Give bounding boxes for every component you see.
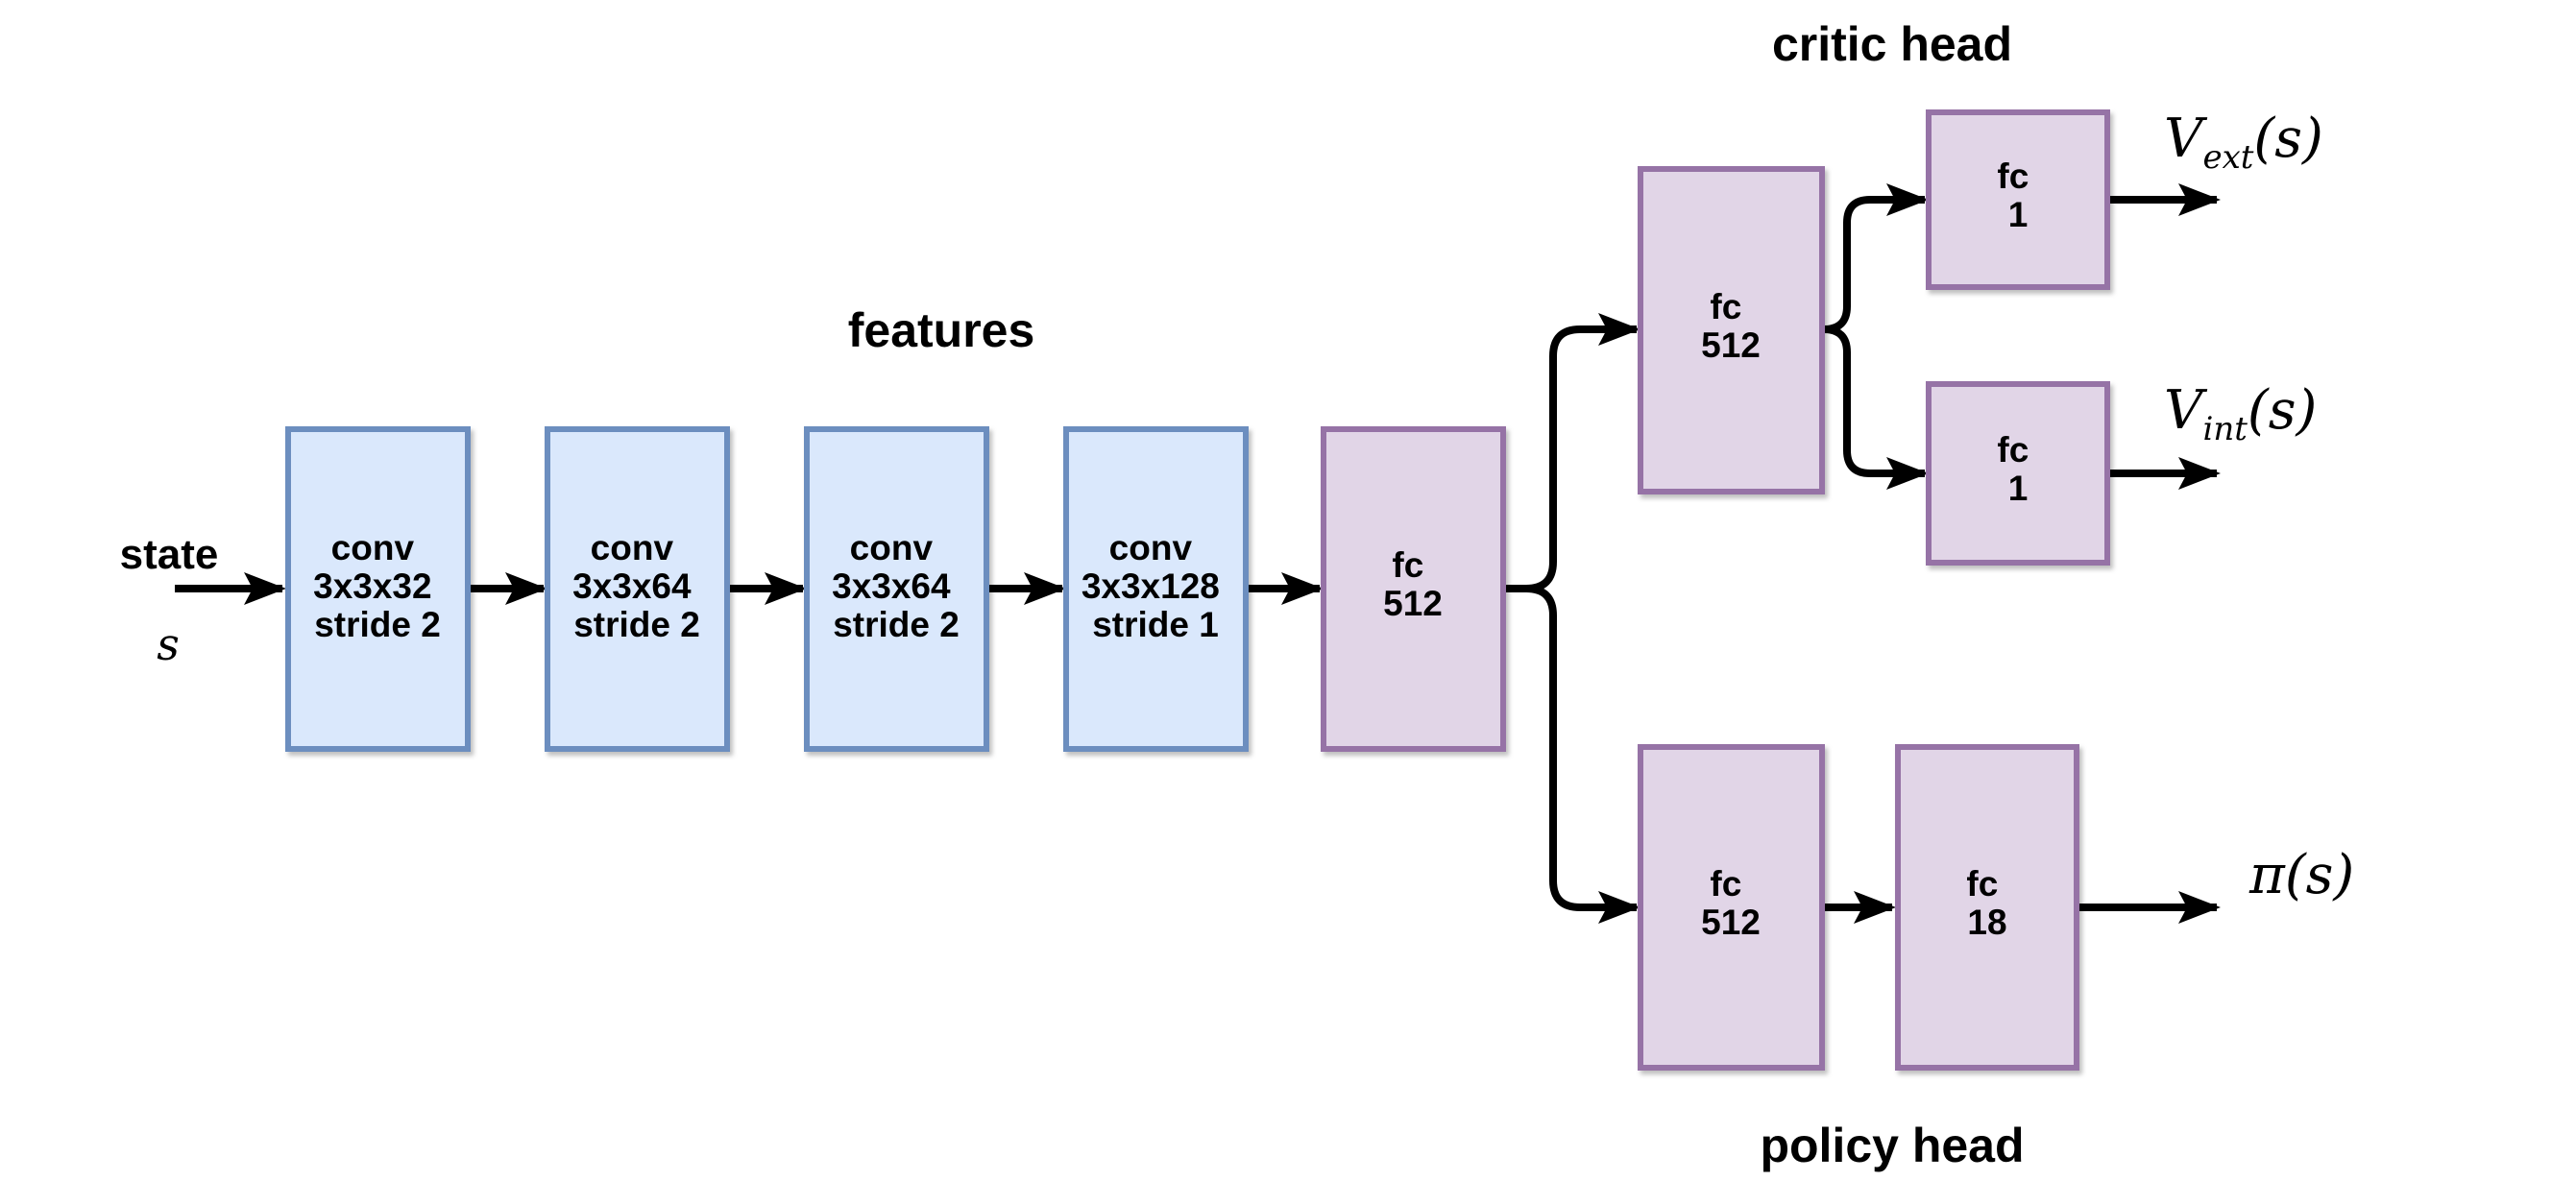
v-int-output-label: Vint(s) bbox=[2164, 379, 2317, 448]
conv2-label: conv 3x3x64 stride 2 bbox=[572, 528, 701, 644]
policy-out-fc-label: fc 18 bbox=[1966, 864, 2007, 942]
policy-head-section-label: policy head bbox=[1760, 1119, 2024, 1172]
trunk-fc-label: fc 512 bbox=[1383, 545, 1443, 623]
conv1-label: conv 3x3x32 stride 2 bbox=[313, 528, 442, 644]
critic-fc-label: fc 512 bbox=[1701, 287, 1761, 365]
critic-fc-box bbox=[1638, 166, 1825, 494]
critic-head-section-label: critic head bbox=[1772, 17, 2012, 71]
critic-ext-fc-label: fc 1 bbox=[1997, 157, 2038, 234]
connector-trunk-to-policy-fc bbox=[1503, 585, 1640, 924]
critic-int-fc-label: fc 1 bbox=[1997, 430, 2038, 508]
trunk-fc-box bbox=[1321, 426, 1506, 752]
features-section-label: features bbox=[848, 303, 1035, 357]
conv1-box bbox=[285, 426, 471, 752]
policy-out-fc-box bbox=[1895, 744, 2079, 1071]
connector-critic-fc-to-ext-fc bbox=[1822, 183, 1929, 333]
pi-output-label: π(s) bbox=[2248, 844, 2354, 906]
diagram-text: state s features critic head policy head… bbox=[120, 17, 2355, 1172]
policy-fc-box bbox=[1638, 744, 1825, 1071]
v-ext-output-label: Vext(s) bbox=[2164, 108, 2323, 177]
conv4-box bbox=[1063, 426, 1249, 752]
critic-ext-fc-box bbox=[1926, 109, 2110, 290]
critic-int-fc-box bbox=[1926, 381, 2110, 566]
policy-fc-label: fc 512 bbox=[1701, 864, 1761, 942]
state-symbol: s bbox=[157, 618, 180, 670]
conv4-label: conv 3x3x128 stride 1 bbox=[1081, 528, 1229, 644]
layer-boxes bbox=[285, 109, 2110, 1071]
conv2-box bbox=[545, 426, 730, 752]
conv3-label: conv 3x3x64 stride 2 bbox=[832, 528, 960, 644]
connector-trunk-to-critic-fc bbox=[1503, 313, 1640, 592]
connector-critic-fc-to-int-fc bbox=[1822, 325, 1929, 490]
conv3-box bbox=[804, 426, 989, 752]
connectors bbox=[175, 183, 2221, 924]
state-input-label: state bbox=[120, 531, 219, 578]
